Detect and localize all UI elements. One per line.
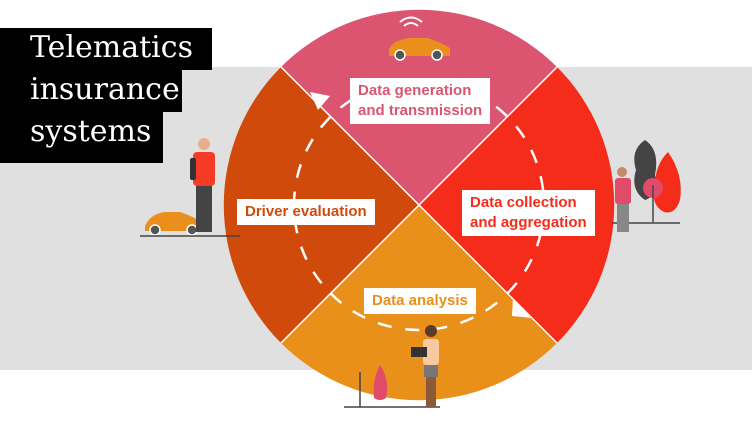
title-line: insurance	[0, 70, 182, 112]
label-line: Data analysis	[372, 292, 468, 309]
arrow-icon	[310, 92, 330, 110]
label-data-generation: Data generation and transmission	[350, 78, 491, 124]
title-line: systems	[0, 112, 163, 163]
label-line: Driver evaluation	[245, 203, 367, 220]
person-with-car-illustration	[140, 138, 240, 237]
label-data-collection: Data collection and aggregation	[462, 190, 595, 236]
label-line: and aggregation	[470, 214, 587, 231]
title-line: Telematics	[0, 28, 212, 70]
label-line: and transmission	[358, 102, 483, 119]
segment-dividers	[280, 66, 558, 344]
label-line: Data collection	[470, 194, 577, 211]
person-with-laptop-illustration	[344, 325, 440, 408]
arrow-icon	[512, 298, 532, 318]
label-driver-evaluation: Driver evaluation	[237, 199, 375, 225]
person-with-tablet-illustration	[612, 140, 681, 232]
label-data-analysis: Data analysis	[364, 288, 476, 314]
label-line: Data generation	[358, 82, 472, 99]
connected-car-icon	[389, 16, 450, 61]
